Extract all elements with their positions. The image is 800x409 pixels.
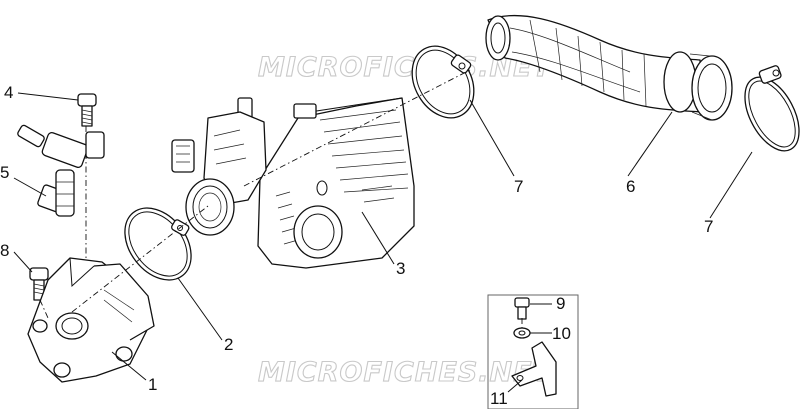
intake-hose bbox=[485, 14, 733, 121]
screw-top-left bbox=[77, 93, 97, 127]
callout-11: 11 bbox=[490, 389, 508, 408]
throttle-body bbox=[171, 97, 415, 269]
hose-clamp-left bbox=[411, 45, 475, 119]
inset-box bbox=[487, 294, 579, 409]
callout-7-left: 7 bbox=[514, 177, 523, 196]
callout-1: 1 bbox=[148, 375, 157, 394]
inset-washer bbox=[513, 327, 531, 339]
fuel-injector bbox=[17, 124, 105, 217]
callout-2: 2 bbox=[224, 335, 233, 354]
leader-lines bbox=[13, 92, 753, 393]
callout-3: 3 bbox=[396, 259, 405, 278]
callout-10: 10 bbox=[552, 324, 571, 343]
inset-bracket bbox=[511, 341, 557, 397]
intake-manifold bbox=[27, 257, 155, 383]
watermark-bottom: MICROFICHES.NET bbox=[258, 357, 554, 388]
callout-8: 8 bbox=[0, 241, 9, 260]
callout-7-right: 7 bbox=[704, 217, 713, 236]
callout-4: 4 bbox=[4, 83, 13, 102]
inset-screw bbox=[514, 297, 530, 320]
callout-9: 9 bbox=[556, 294, 565, 313]
callout-5: 5 bbox=[0, 163, 9, 182]
hose-clamp-right bbox=[744, 65, 800, 152]
screw-bottom-left bbox=[29, 267, 49, 301]
assembly-axis-lines bbox=[39, 69, 523, 330]
callout-6: 6 bbox=[626, 177, 635, 196]
